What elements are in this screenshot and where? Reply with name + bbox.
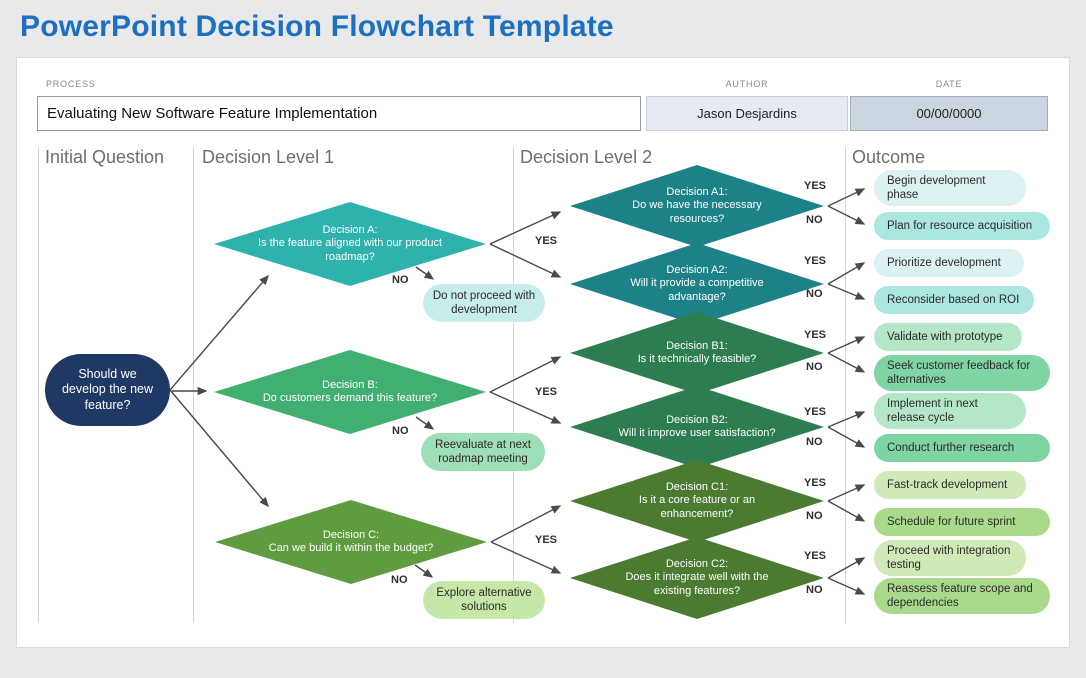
outcome-pill: Validate with prototype bbox=[874, 323, 1022, 351]
decision-a-no-result-pill: Do not proceed with development bbox=[423, 284, 545, 322]
decision-c2-question: Does it integrate well with the existing… bbox=[625, 571, 769, 597]
page-title: PowerPoint Decision Flowchart Template bbox=[20, 10, 614, 43]
column-divider bbox=[845, 147, 846, 623]
decision-c2-title: Decision C2: bbox=[665, 558, 729, 571]
yes-label: YES bbox=[535, 386, 558, 398]
outcome-pill: Seek customer feedback for alternatives bbox=[874, 355, 1050, 391]
decision-b1-question: Is it technically feasible? bbox=[637, 353, 757, 365]
decision-b-no-result-pill: Reevaluate at next roadmap meeting bbox=[421, 433, 545, 471]
decision-a2-question: Will it provide a competitive advantage? bbox=[630, 277, 764, 303]
yes-label: YES bbox=[804, 255, 827, 267]
outcome-pill: Schedule for future sprint bbox=[874, 508, 1050, 536]
decision-b1-title: Decision B1: bbox=[666, 339, 728, 352]
no-label: NO bbox=[806, 361, 823, 373]
outcome-pill: Implement in next release cycle bbox=[874, 393, 1026, 429]
yes-label: YES bbox=[804, 329, 827, 341]
yes-label: YES bbox=[804, 180, 827, 192]
yes-label: YES bbox=[535, 235, 558, 247]
author-field[interactable]: Jason Desjardins bbox=[646, 96, 848, 131]
decision-b-title: Decision B: bbox=[322, 378, 378, 391]
yes-label: YES bbox=[804, 550, 827, 562]
decision-c1-title: Decision C1: bbox=[665, 481, 729, 494]
column-header-initial-question: Initial Question bbox=[45, 147, 165, 167]
process-label: PROCESS bbox=[46, 79, 96, 89]
no-label: NO bbox=[806, 584, 823, 596]
no-label: NO bbox=[806, 436, 823, 448]
outcome-pill: Conduct further research bbox=[874, 434, 1050, 462]
decision-b2-title: Decision B2: bbox=[666, 413, 728, 426]
column-header-decision-level-1: Decision Level 1 bbox=[202, 147, 335, 167]
outcome-pill: Prioritize development bbox=[874, 249, 1024, 277]
no-label: NO bbox=[806, 510, 823, 522]
column-divider bbox=[193, 147, 194, 623]
decision-a1-question: Do we have the necessary resources? bbox=[632, 199, 762, 225]
decision-a-question: Is the feature aligned with our product … bbox=[257, 237, 443, 263]
yes-label: YES bbox=[535, 534, 558, 546]
yes-label: YES bbox=[804, 406, 827, 418]
column-header-decision-level-2: Decision Level 2 bbox=[520, 147, 653, 167]
initial-question-node: Should we develop the new feature? bbox=[45, 354, 170, 426]
no-label: NO bbox=[392, 274, 409, 286]
outcome-pill: Plan for resource acquisition bbox=[874, 212, 1050, 240]
decision-c-no-result-pill: Explore alternative solutions bbox=[423, 581, 545, 619]
outcome-pill: Begin development phase bbox=[874, 170, 1026, 206]
author-label: AUTHOR bbox=[725, 79, 769, 89]
no-label: NO bbox=[806, 288, 823, 300]
decision-b2-question: Will it improve user satisfaction? bbox=[618, 427, 776, 439]
date-label: DATE bbox=[935, 79, 963, 89]
decision-b-question: Do customers demand this feature? bbox=[262, 392, 438, 404]
outcome-pill: Proceed with integration testing bbox=[874, 540, 1026, 576]
outcome-pill: Reassess feature scope and dependencies bbox=[874, 578, 1050, 614]
decision-a2-title: Decision A2: bbox=[666, 264, 728, 277]
no-label: NO bbox=[806, 214, 823, 226]
decision-a1-title: Decision A1: bbox=[666, 186, 728, 199]
outcome-pill: Fast-track development bbox=[874, 471, 1026, 499]
process-field[interactable]: Evaluating New Software Feature Implemen… bbox=[37, 96, 641, 131]
no-label: NO bbox=[391, 574, 408, 586]
decision-c1-question: Is it a core feature or an enhancement? bbox=[638, 494, 756, 520]
date-field[interactable]: 00/00/0000 bbox=[850, 96, 1048, 131]
column-header-outcome: Outcome bbox=[852, 147, 926, 167]
outcome-pill: Reconsider based on ROI bbox=[874, 286, 1034, 314]
column-divider bbox=[38, 147, 39, 623]
no-label: NO bbox=[392, 425, 409, 437]
yes-label: YES bbox=[804, 477, 827, 489]
decision-c-title: Decision C: bbox=[322, 528, 380, 541]
decision-c-question: Can we build it within the budget? bbox=[268, 542, 434, 554]
decision-a-title: Decision A: bbox=[322, 224, 378, 237]
column-divider bbox=[513, 147, 514, 623]
